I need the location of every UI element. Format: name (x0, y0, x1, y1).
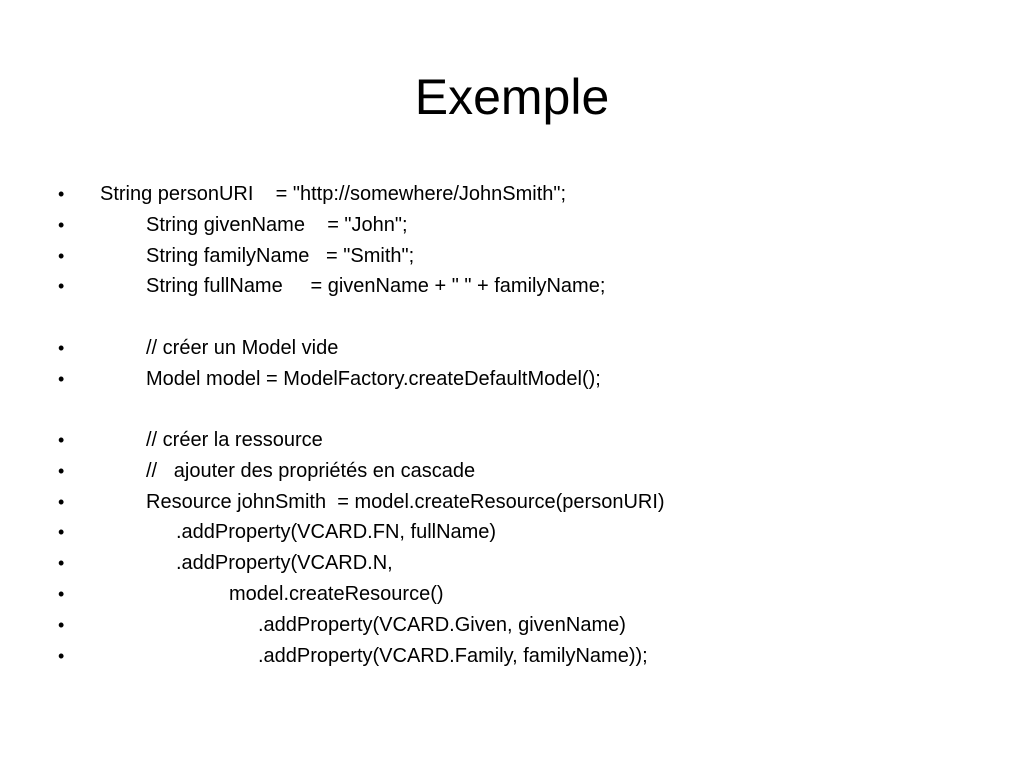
bullet-text: String familyName = "Smith"; (146, 245, 415, 267)
bullet-text: String fullName = givenName + " " + fami… (146, 275, 606, 297)
bullet-text: Resource johnSmith = model.createResourc… (146, 491, 665, 513)
bullet-text: .addProperty(VCARD.Family, familyName)); (258, 645, 648, 667)
bullet-icon: • (58, 215, 65, 235)
bullet-item: • .addProperty(VCARD.Given, givenName) (0, 610, 1024, 640)
bullet-text: String givenName = "John"; (146, 214, 408, 236)
bullet-icon: • (58, 461, 65, 481)
bullet-item: • .addProperty(VCARD.N, (0, 548, 1024, 578)
bullet-icon: • (58, 369, 65, 389)
bullet-text: // créer un Model vide (146, 337, 339, 359)
bullet-item: • String personURI = "http://somewhere/J… (0, 179, 1024, 209)
bullet-icon: • (58, 338, 65, 358)
bullet-text: // ajouter des propriétés en cascade (146, 460, 476, 482)
bullet-text: .addProperty(VCARD.FN, fullName) (176, 521, 497, 543)
bullet-icon: • (58, 430, 65, 450)
bullet-icon: • (58, 246, 65, 266)
bullet-icon: • (58, 522, 65, 542)
bullet-item: • Resource johnSmith = model.createResou… (0, 487, 1024, 517)
bullet-item: • .addProperty(VCARD.Family, familyName)… (0, 641, 1024, 671)
bullet-item: • model.createResource() (0, 579, 1024, 609)
bullet-text: Model model = ModelFactory.createDefault… (146, 368, 601, 390)
bullet-icon: • (58, 492, 65, 512)
bullet-item: • // créer la ressource (0, 425, 1024, 455)
bullet-icon: • (58, 553, 65, 573)
slide-title: Exemple (414, 69, 610, 125)
bullet-item: • String fullName = givenName + " " + fa… (0, 271, 1024, 301)
bullet-icon: • (58, 615, 65, 635)
bullet-icon: • (58, 276, 65, 296)
bullet-text: String personURI = "http://somewhere/Joh… (100, 183, 567, 205)
bullet-item: • String givenName = "John"; (0, 210, 1024, 240)
bullet-icon: • (58, 646, 65, 666)
bullet-item: • .addProperty(VCARD.FN, fullName) (0, 517, 1024, 547)
bullet-item: • Model model = ModelFactory.createDefau… (0, 364, 1024, 394)
bullet-icon: • (58, 584, 65, 604)
bullet-text: .addProperty(VCARD.Given, givenName) (258, 614, 626, 636)
bullet-item: • // créer un Model vide (0, 333, 1024, 363)
bullet-text: // créer la ressource (146, 429, 323, 451)
bullet-text: model.createResource() (229, 583, 444, 605)
bullet-item: • // ajouter des propriétés en cascade (0, 456, 1024, 486)
bullet-text: .addProperty(VCARD.N, (176, 552, 393, 574)
bullet-icon: • (58, 184, 65, 204)
bullet-item: • String familyName = "Smith"; (0, 241, 1024, 271)
